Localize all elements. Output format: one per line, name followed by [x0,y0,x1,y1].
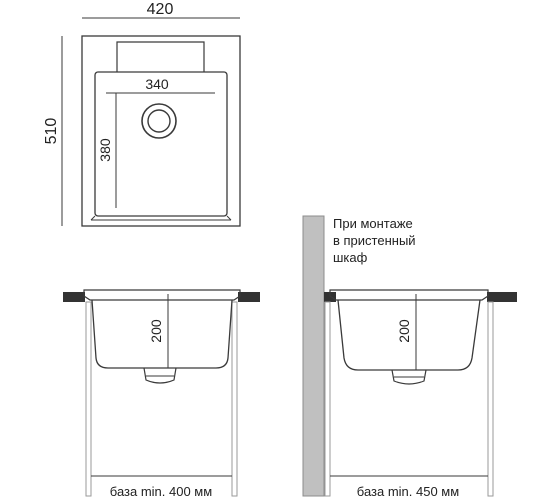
bowl-width-dimension-label: 340 [145,76,169,92]
mounting-note-line-3: шкаф [333,250,368,265]
drain-outlet [143,367,177,384]
bowl-bottom-ledge-left [90,215,96,221]
bowl-bottom-ledge-right [226,215,232,221]
bowl-depth-dimension-label: 380 [97,138,113,162]
front-depth-dimension-label: 200 [148,319,164,343]
tap-platform-outline [116,41,205,72]
mounting-note-line-1: При монтаже [333,216,413,231]
side-base-dimension-label: база min. 450 мм [357,484,459,499]
sink-outer-outline [81,35,241,227]
bowl-outline [94,71,228,217]
cabinet-leg-left [85,301,92,497]
countertop-left [63,292,85,302]
side-countertop-right [487,292,517,302]
drain-inner-ring [147,109,171,133]
side-drain-outlet [391,369,427,385]
width-dimension-label: 420 [147,1,174,18]
side-view: При монтаже в пристенный шкаф 200 база m… [302,215,517,499]
front-view: 200 база min. 400 мм [63,289,260,499]
countertop-right [238,292,260,302]
bowl-profile [91,299,233,369]
mounting-note-line-2: в пристенный [333,233,416,248]
side-sink-rim [329,289,489,301]
drain-outer-ring [141,103,177,139]
side-cabinet-leg-right [487,301,494,497]
sink-rim [83,289,241,301]
side-countertop-left [324,292,336,302]
height-dimension-label: 510 [43,118,60,145]
side-cabinet-leg-left [324,301,331,497]
front-base-dimension-label: база min. 400 мм [110,484,212,499]
cabinet-leg-right [231,301,238,497]
side-bowl-profile [337,299,481,371]
side-depth-dimension-label: 200 [396,319,412,343]
top-view: 420 510 340 380 [43,1,241,227]
wall [302,215,325,497]
